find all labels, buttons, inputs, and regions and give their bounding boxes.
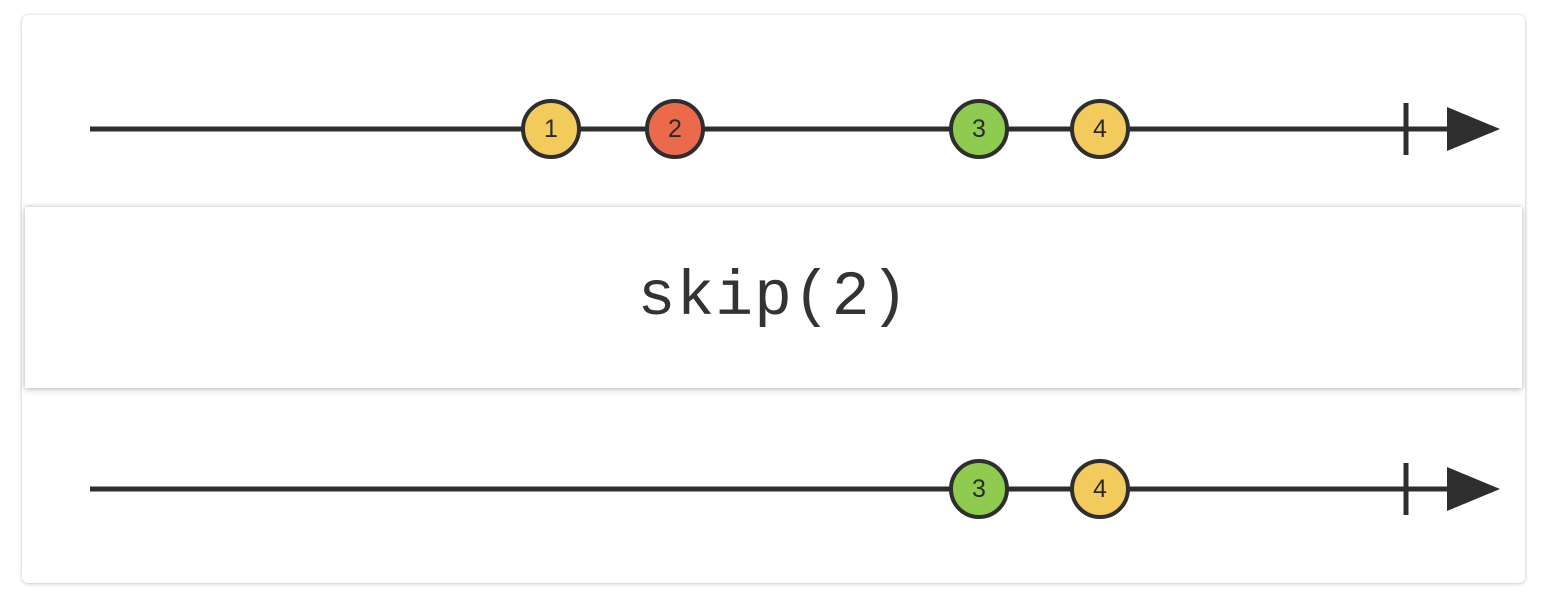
marble-value: 3 bbox=[972, 114, 986, 143]
operator-label: skip(2) bbox=[637, 262, 910, 333]
marble-value: 2 bbox=[668, 114, 682, 143]
marble-value: 4 bbox=[1093, 114, 1107, 143]
marble-value: 3 bbox=[972, 474, 986, 503]
source-timeline: 1 2 3 4 bbox=[22, 15, 1525, 215]
marble[interactable]: 1 bbox=[521, 99, 581, 159]
result-arrowhead-icon bbox=[1447, 467, 1500, 511]
result-timeline: 3 4 bbox=[22, 371, 1525, 571]
source-timeline-axis bbox=[90, 103, 1500, 155]
marble[interactable]: 4 bbox=[1070, 459, 1130, 519]
marble[interactable]: 3 bbox=[949, 459, 1009, 519]
source-arrowhead-icon bbox=[1447, 107, 1500, 151]
marble[interactable]: 4 bbox=[1070, 99, 1130, 159]
marble[interactable]: 3 bbox=[949, 99, 1009, 159]
marble[interactable]: 2 bbox=[645, 99, 705, 159]
marble-diagram-card: 1 2 3 4 skip(2) 3 4 bbox=[22, 15, 1525, 583]
marble-value: 1 bbox=[544, 114, 558, 143]
marble-value: 4 bbox=[1093, 474, 1107, 503]
result-timeline-axis bbox=[90, 463, 1500, 515]
operator-box: skip(2) bbox=[25, 207, 1522, 388]
